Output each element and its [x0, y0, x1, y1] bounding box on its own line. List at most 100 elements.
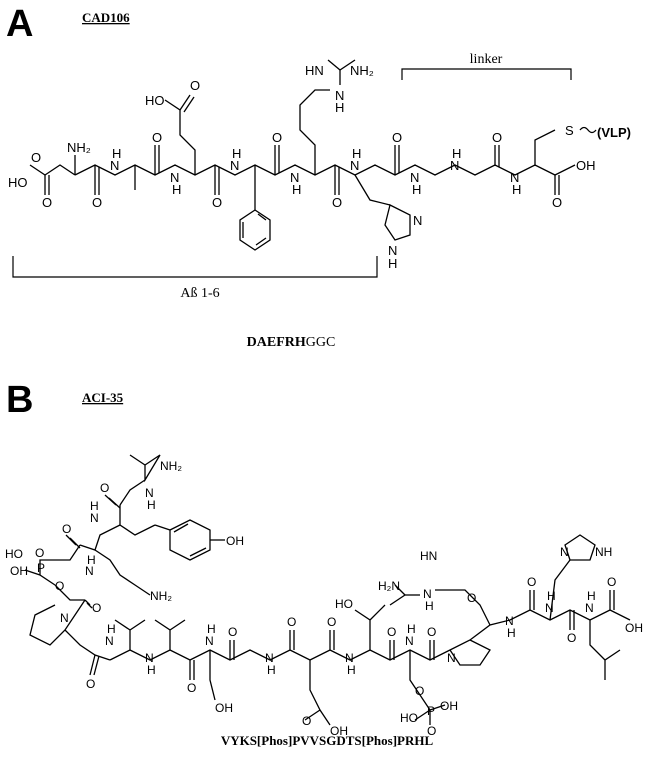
atom-label: O [31, 150, 41, 165]
atom-label: NH₂ [67, 140, 91, 155]
atom-label: H [107, 622, 116, 636]
atom-label: N [450, 158, 459, 173]
panel-b-title: ACI-35 [82, 390, 124, 405]
atom-label: H [172, 182, 181, 197]
atom-label: HO [8, 175, 28, 190]
atom-label: OH [625, 621, 643, 635]
atom-label: N [405, 634, 414, 648]
atom-label: N [290, 170, 299, 185]
atom-label: O [467, 591, 476, 605]
atom-label: H [292, 182, 301, 197]
atom-label: N [145, 486, 154, 500]
atom-label: OH [10, 564, 28, 578]
atom-label: O [492, 130, 502, 145]
atom-label: H [335, 100, 344, 115]
atom-label: N [410, 170, 419, 185]
atom-label: H [388, 256, 397, 271]
vlp-label: (VLP) [597, 125, 631, 140]
cad106-atoms: HO O NH₂ O O N H O N H HO O O N H O N H … [8, 63, 631, 271]
atom-label: NH₂ [150, 589, 172, 603]
atom-label: O [187, 681, 196, 695]
atom-label: N [145, 651, 154, 665]
atom-label: O [212, 195, 222, 210]
sequence-rest: GGC [306, 335, 336, 350]
atom-label: NH [595, 545, 612, 559]
atom-label: N [350, 158, 359, 173]
atom-label: N [505, 614, 514, 628]
atom-label: N [447, 651, 456, 665]
abeta-label: Aß 1-6 [180, 286, 219, 301]
panel-a: A CAD106 linker Aß 1-6 DAEFRHGGC [6, 3, 631, 350]
atom-label: O [607, 575, 616, 589]
atom-label: H [147, 663, 156, 677]
panel-b: B ACI-35 [5, 379, 643, 748]
atom-label: O [287, 615, 296, 629]
atom-label: HO [335, 597, 353, 611]
atom-label: H [412, 182, 421, 197]
atom-label: HO [145, 93, 165, 108]
atom-label: H [112, 146, 121, 161]
atom-label: O [152, 130, 162, 145]
atom-label: H [232, 146, 241, 161]
atom-label: OH [440, 699, 458, 713]
panel-a-title: CAD106 [82, 10, 130, 25]
atom-label: O [42, 195, 52, 210]
atom-label: O [427, 625, 436, 639]
panel-a-sequence: DAEFRHGGC [247, 335, 336, 350]
atom-label: H [352, 146, 361, 161]
atom-label: N [585, 601, 594, 615]
atom-label: NH₂ [350, 63, 374, 78]
atom-label: P [37, 561, 45, 575]
aci35-atoms: NH₂ N H O N H OH O N H NH₂ O HO P OH O O… [5, 459, 643, 738]
atom-label: O [567, 631, 576, 645]
atom-label: H [147, 498, 156, 512]
atom-label: N [265, 651, 274, 665]
atom-label: H [267, 663, 276, 677]
atom-label: H [207, 622, 216, 636]
atom-label: O [35, 546, 44, 560]
atom-label: O [427, 724, 436, 738]
atom-label: H [347, 663, 356, 677]
atom-label: H [407, 622, 416, 636]
atom-label: OH [226, 534, 244, 548]
atom-label: O [228, 625, 237, 639]
linker-label: linker [470, 52, 503, 67]
atom-label: H [452, 146, 461, 161]
atom-label: P [427, 704, 435, 718]
atom-label: OH [330, 724, 348, 738]
atom-label: O [190, 78, 200, 93]
atom-label: N [560, 545, 569, 559]
atom-label: H [547, 589, 556, 603]
atom-label: N [60, 611, 69, 625]
atom-label: H [512, 182, 521, 197]
atom-label: H₂N [378, 579, 400, 593]
atom-label: N [205, 634, 214, 648]
atom-label: N [545, 601, 554, 615]
atom-label: HO [5, 547, 23, 561]
atom-label: N [413, 213, 422, 228]
atom-label: O [100, 481, 109, 495]
atom-label: OH [215, 701, 233, 715]
aci35-structure [24, 454, 631, 726]
panel-a-letter: A [6, 3, 33, 45]
atom-label: O [62, 522, 71, 536]
atom-label: H [87, 553, 96, 567]
abeta-bracket [12, 256, 378, 278]
atom-label: N [90, 511, 99, 525]
atom-label: H [425, 599, 434, 613]
atom-label: HN [305, 63, 324, 78]
atom-label: N [170, 170, 179, 185]
sequence-bold: DAEFRH [247, 335, 306, 350]
panel-b-sequence: VYKS[Phos]PVVSGDTS[Phos]PRHL [221, 733, 434, 748]
atom-label: O [387, 625, 396, 639]
panel-b-letter: B [6, 379, 33, 421]
atom-label: H [90, 499, 99, 513]
atom-label: NH₂ [160, 459, 182, 473]
atom-label: O [92, 195, 102, 210]
atom-label: N [230, 158, 239, 173]
atom-label: O [527, 575, 536, 589]
atom-label: S [565, 123, 574, 138]
atom-label: H [507, 626, 516, 640]
atom-label: O [92, 601, 101, 615]
